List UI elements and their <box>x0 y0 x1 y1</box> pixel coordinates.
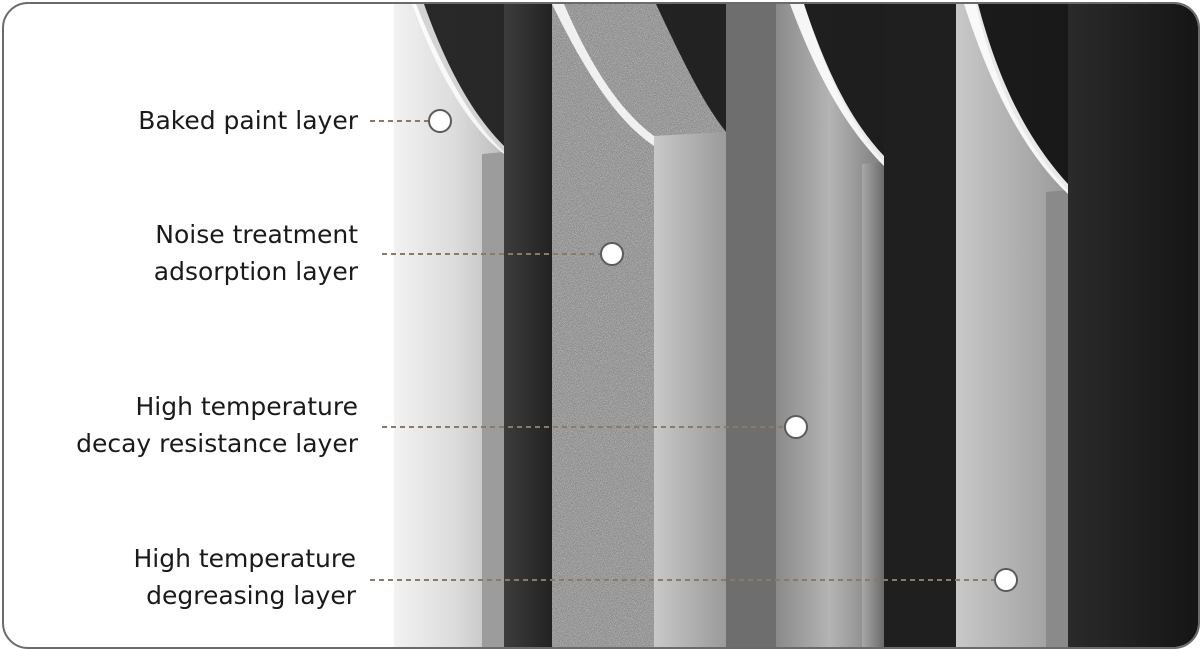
label-line: degreasing layer <box>146 581 356 610</box>
label-line: Baked paint layer <box>138 106 358 135</box>
callout-dot-decay-resistance <box>784 415 808 439</box>
label-baked-paint: Baked paint layer <box>138 102 358 139</box>
label-line: High temperature <box>133 544 356 573</box>
layer-illustration <box>370 4 1198 647</box>
callout-dot-degreasing <box>994 568 1018 592</box>
callout-dot-baked-paint <box>428 109 452 133</box>
label-line: High temperature <box>135 392 358 421</box>
label-line: Noise treatment <box>155 220 358 249</box>
leader-lines <box>370 120 994 581</box>
callout-dot-noise-treatment <box>600 242 624 266</box>
label-decay-resistance: High temperature decay resistance layer <box>76 388 358 462</box>
label-degreasing: High temperature degreasing layer <box>133 540 356 614</box>
label-line: decay resistance layer <box>76 429 358 458</box>
label-noise-treatment: Noise treatment adsorption layer <box>154 216 358 290</box>
label-line: adsorption layer <box>153 257 358 286</box>
